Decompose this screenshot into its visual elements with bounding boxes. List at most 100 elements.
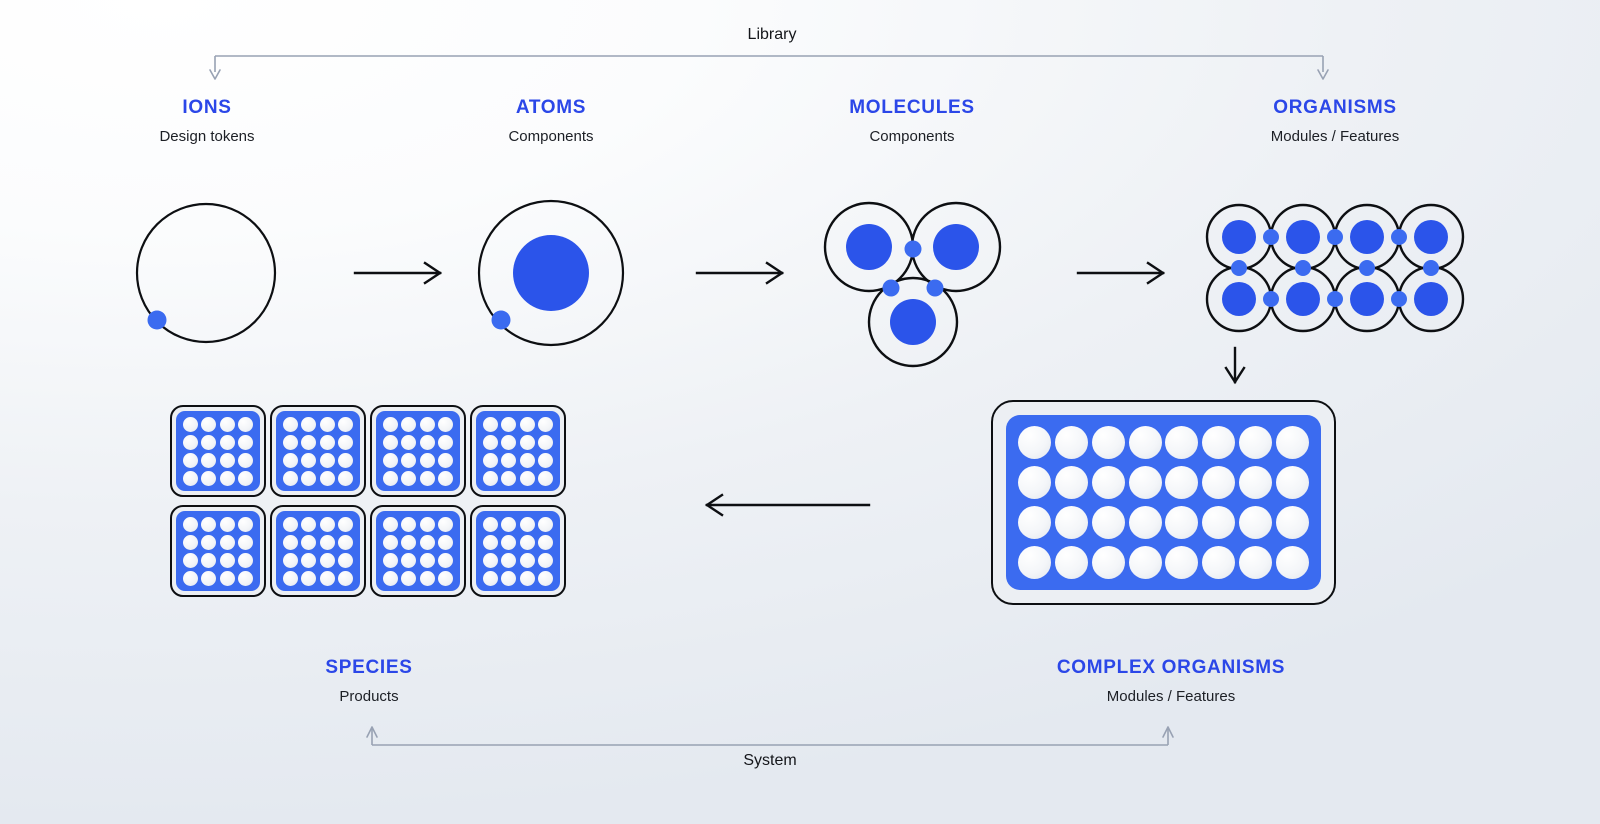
arrow-complex-to-species — [704, 493, 871, 517]
stage-subtitle-molecules: Components — [869, 127, 955, 145]
species-dot — [182, 534, 198, 550]
species-dot — [319, 416, 335, 432]
complex-organism-dot — [1239, 545, 1273, 579]
figure-complex-organisms-panel — [991, 400, 1336, 605]
species-dot — [282, 434, 298, 450]
species-dot — [482, 416, 498, 432]
species-tile-dot-grid — [376, 511, 460, 591]
species-dot — [538, 516, 554, 532]
stage-title-ions: IONS — [182, 97, 232, 118]
species-dot — [319, 434, 335, 450]
species-dot — [538, 434, 554, 450]
species-dot — [519, 434, 535, 450]
species-dot — [482, 452, 498, 468]
species-dot — [338, 516, 354, 532]
species-dot — [401, 416, 417, 432]
complex-organism-dot — [1165, 545, 1199, 579]
species-dot — [201, 452, 217, 468]
species-dot — [538, 570, 554, 586]
species-dot — [382, 416, 398, 432]
species-dot — [382, 534, 398, 550]
species-dot — [501, 452, 517, 468]
species-dot — [282, 470, 298, 486]
species-dot — [501, 552, 517, 568]
stage-caption-molecules: MOLECULES Components — [762, 97, 1062, 145]
stage-subtitle-ions: Design tokens — [159, 127, 255, 145]
complex-organism-dot — [1091, 466, 1125, 500]
species-dot — [319, 516, 335, 532]
species-dot — [519, 534, 535, 550]
species-dot — [219, 552, 235, 568]
stage-title-complex-organisms: COMPLEX ORGANISMS — [1056, 657, 1286, 678]
complex-organism-dot — [1054, 545, 1088, 579]
species-dot — [482, 470, 498, 486]
complex-organism-dot — [1202, 545, 1236, 579]
species-tile-dot-grid — [476, 511, 560, 591]
species-dot — [301, 552, 317, 568]
species-tile — [270, 505, 366, 597]
species-dot — [438, 570, 454, 586]
species-dot — [319, 470, 335, 486]
stage-caption-atoms: ATOMS Components — [401, 97, 701, 145]
figure-atoms — [477, 199, 625, 347]
species-dot — [419, 416, 435, 432]
complex-organism-dot — [1128, 466, 1162, 500]
complex-organism-dot — [1128, 426, 1162, 460]
species-dot — [238, 534, 254, 550]
species-dot — [238, 516, 254, 532]
species-dot — [182, 552, 198, 568]
complex-organism-dot — [1202, 466, 1236, 500]
stage-title-molecules: MOLECULES — [849, 97, 975, 118]
complex-organisms-dot-grid — [1006, 415, 1321, 590]
figure-ions — [135, 202, 277, 344]
species-dot — [219, 434, 235, 450]
species-dot — [401, 570, 417, 586]
complex-organism-dot — [1165, 505, 1199, 539]
species-dot — [538, 452, 554, 468]
complex-organism-dot — [1239, 505, 1273, 539]
species-dot — [319, 552, 335, 568]
species-dot — [482, 534, 498, 550]
species-tile-dot-grid — [276, 511, 360, 591]
stage-subtitle-species: Products — [339, 687, 399, 705]
species-tile — [370, 505, 466, 597]
species-dot — [182, 452, 198, 468]
stage-subtitle-organisms: Modules / Features — [1270, 127, 1400, 145]
complex-organism-dot — [1276, 426, 1310, 460]
species-dot — [301, 470, 317, 486]
species-tile — [270, 405, 366, 497]
species-dot — [219, 452, 235, 468]
species-dot — [419, 552, 435, 568]
stage-caption-species: SPECIES Products — [219, 657, 519, 705]
species-dot — [282, 416, 298, 432]
species-dot — [401, 470, 417, 486]
arrow-ions-to-atoms — [353, 261, 443, 285]
species-dot — [301, 516, 317, 532]
species-dot — [238, 434, 254, 450]
species-dot — [401, 516, 417, 532]
species-dot — [338, 434, 354, 450]
species-dot — [438, 452, 454, 468]
species-dot — [382, 434, 398, 450]
species-dot — [438, 434, 454, 450]
species-dot — [382, 452, 398, 468]
species-dot — [382, 570, 398, 586]
stage-title-species: SPECIES — [325, 657, 413, 678]
species-dot — [438, 534, 454, 550]
complex-organism-dot — [1202, 426, 1236, 460]
species-dot — [201, 534, 217, 550]
species-dot — [238, 552, 254, 568]
species-dot — [319, 570, 335, 586]
species-dot — [419, 452, 435, 468]
species-dot — [201, 434, 217, 450]
complex-organism-dot — [1276, 545, 1310, 579]
species-dot — [501, 516, 517, 532]
species-dot — [501, 570, 517, 586]
species-tile-dot-grid — [176, 511, 260, 591]
complex-organism-dot — [1128, 545, 1162, 579]
species-dot — [182, 570, 198, 586]
species-dot — [438, 470, 454, 486]
species-dot — [338, 470, 354, 486]
species-dot — [519, 516, 535, 532]
species-tile-dot-grid — [276, 411, 360, 491]
